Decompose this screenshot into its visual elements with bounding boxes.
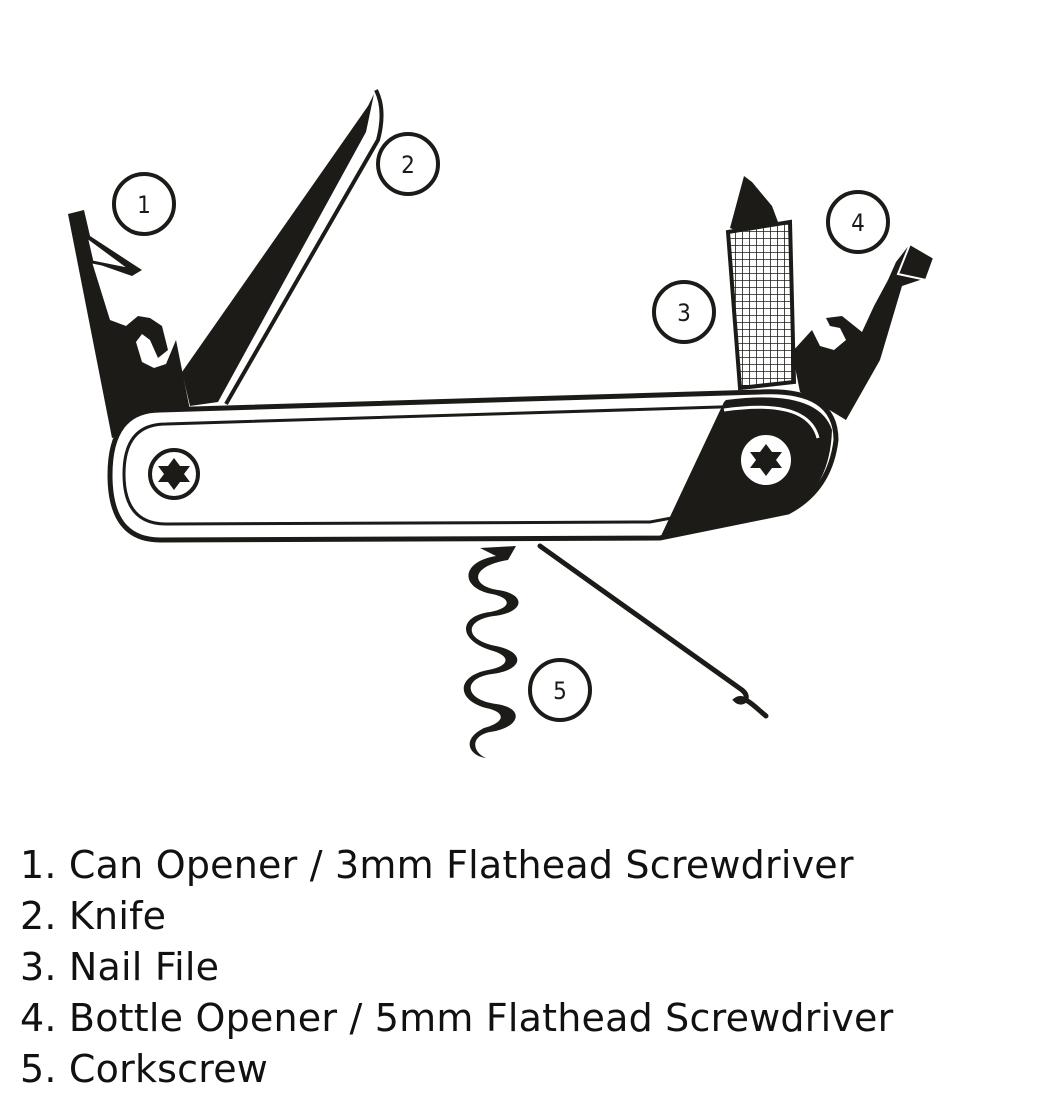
callout-2: 2 bbox=[376, 132, 440, 196]
svg-text:5: 5 bbox=[553, 677, 567, 705]
svg-text:1: 1 bbox=[137, 191, 151, 219]
multitool-diagram: 1 2 3 4 5 bbox=[68, 89, 936, 758]
bottle-opener-tool bbox=[792, 242, 936, 420]
svg-text:3: 3 bbox=[677, 299, 691, 327]
parts-legend: 1. Can Opener / 3mm Flathead Screwdriver… bbox=[20, 840, 1030, 1095]
callout-1: 1 bbox=[112, 172, 176, 236]
reamer-wire bbox=[537, 543, 769, 719]
callout-3: 3 bbox=[652, 280, 716, 344]
corkscrew bbox=[463, 546, 519, 758]
callout-5: 5 bbox=[528, 658, 592, 722]
knife-handle bbox=[107, 389, 839, 543]
legend-item-corkscrew: 5. Corkscrew bbox=[20, 1047, 269, 1091]
knife-blade bbox=[176, 89, 384, 413]
svg-text:2: 2 bbox=[401, 151, 415, 179]
legend-item-knife: 2. Knife bbox=[20, 894, 167, 938]
svg-text:4: 4 bbox=[851, 209, 865, 237]
legend-item-can-opener: 1. Can Opener / 3mm Flathead Screwdriver bbox=[20, 843, 854, 887]
rivet-left bbox=[148, 448, 200, 500]
can-opener-tool bbox=[68, 210, 190, 438]
legend-item-bottle-opener: 4. Bottle Opener / 5mm Flathead Screwdri… bbox=[20, 996, 894, 1040]
legend-item-nail-file: 3. Nail File bbox=[20, 945, 220, 989]
rivet-right bbox=[741, 435, 791, 485]
callout-4: 4 bbox=[826, 190, 890, 254]
nail-file bbox=[725, 176, 797, 391]
